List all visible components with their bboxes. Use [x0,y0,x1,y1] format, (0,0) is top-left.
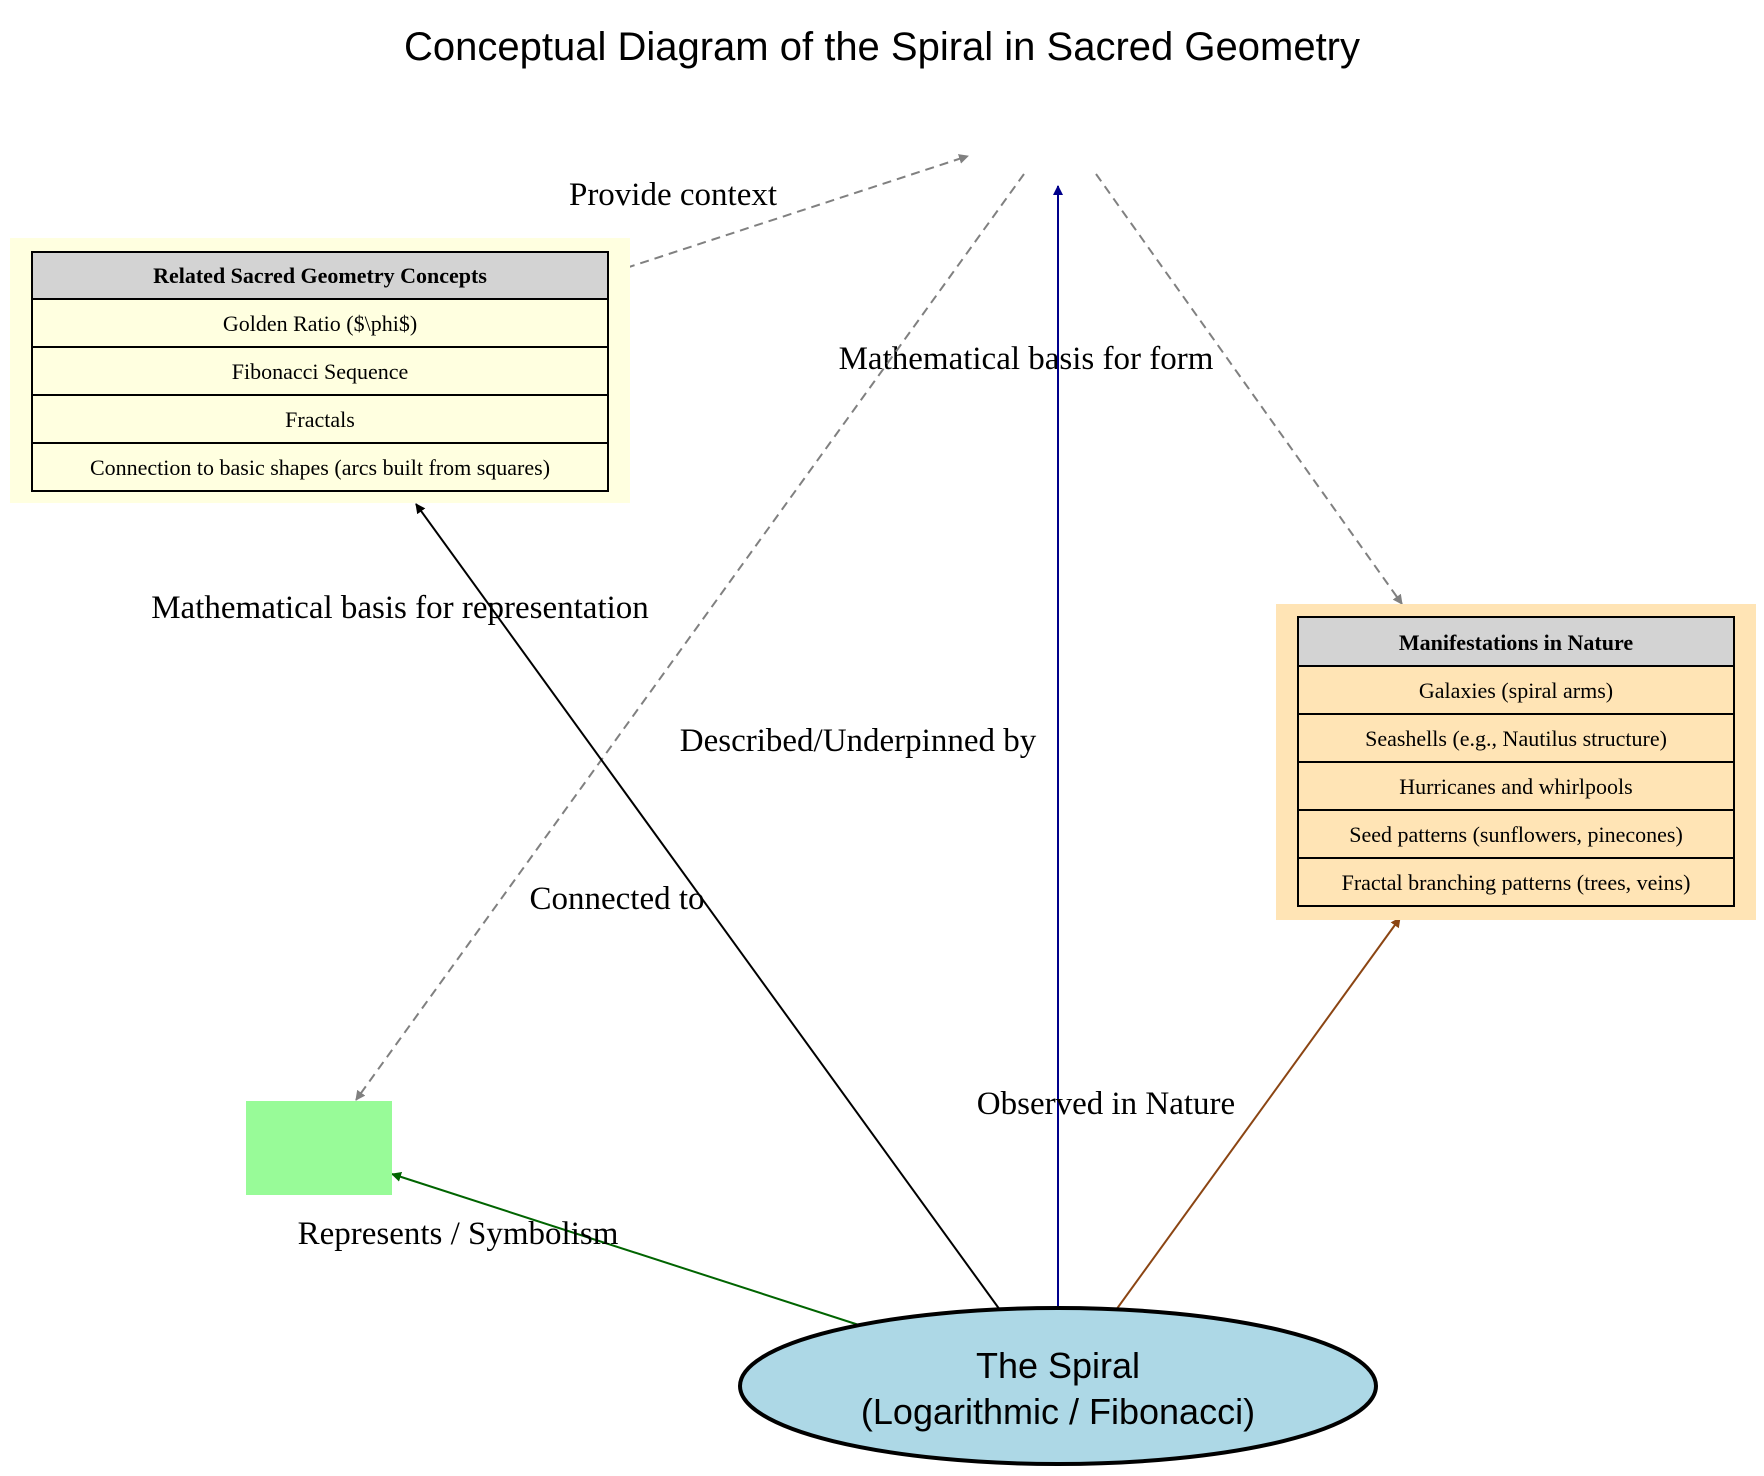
edge-represents-symbolism: Represents / Symbolism [298,1172,863,1327]
node-related-concepts: Related Sacred Geometry Concepts Golden … [10,238,630,503]
concepts-row-2: Fibonacci Sequence [232,359,409,384]
edge-represents-symbolism-line [391,1172,863,1327]
spiral-label-line2: (Logarithmic / Fibonacci) [861,1391,1255,1432]
edge-provide-context: Provide context [569,154,969,269]
nature-row-3: Hurricanes and whirlpools [1399,774,1632,799]
concepts-row-4: Connection to basic shapes (arcs built f… [90,455,550,480]
edge-connected-to: Connected to [355,173,1025,1101]
edge-math-basis-representation: Mathematical basis for representation [151,503,1001,1311]
node-spiral: The Spiral (Logarithmic / Fibonacci) [738,1306,1378,1466]
edge-connected-to-line [355,173,1025,1101]
edge-label-connected-to: Connected to [529,881,704,917]
edge-label-math-basis-form: Mathematical basis for form [839,341,1214,377]
node-symbolism [246,1101,392,1195]
edge-label-observed-in-nature: Observed in Nature [977,1086,1235,1122]
node-manifestations-nature: Manifestations in Nature Galaxies (spira… [1276,604,1756,920]
edge-math-basis-form-line [1095,173,1403,605]
edge-math-basis-representation-line [415,503,1001,1311]
edge-observed-in-nature: Observed in Nature [977,917,1401,1311]
diagram-title: Conceptual Diagram of the Spiral in Sacr… [404,25,1360,69]
nature-row-4: Seed patterns (sunflowers, pinecones) [1349,822,1683,847]
nature-row-5-cell [1297,857,1735,907]
edge-described-underpinned: Described/Underpinned by [680,185,1063,1310]
edge-observed-in-nature-line [1115,917,1401,1311]
concepts-header: Related Sacred Geometry Concepts [153,263,487,288]
nature-row-5: Fractal branching patterns (trees, veins… [1342,870,1691,895]
nature-header: Manifestations in Nature [1399,630,1633,655]
edge-label-represents-symbolism: Represents / Symbolism [298,1216,619,1252]
concepts-row-4-cell [31,442,609,492]
edge-label-described-underpinned: Described/Underpinned by [680,723,1037,759]
spiral-ellipse [738,1306,1378,1466]
concepts-row-1: Golden Ratio ($\phi$) [223,311,417,336]
nature-row-1: Galaxies (spiral arms) [1419,678,1613,703]
edge-label-math-basis-representation: Mathematical basis for representation [151,590,649,626]
concepts-row-3: Fractals [285,407,355,432]
concepts-header-cell [31,251,609,300]
nature-row-2: Seashells (e.g., Nautilus structure) [1365,726,1667,751]
spiral-label-line1: The Spiral [976,1345,1140,1386]
edge-label-provide-context: Provide context [569,177,777,213]
edge-math-basis-form: Mathematical basis for form [839,173,1403,605]
